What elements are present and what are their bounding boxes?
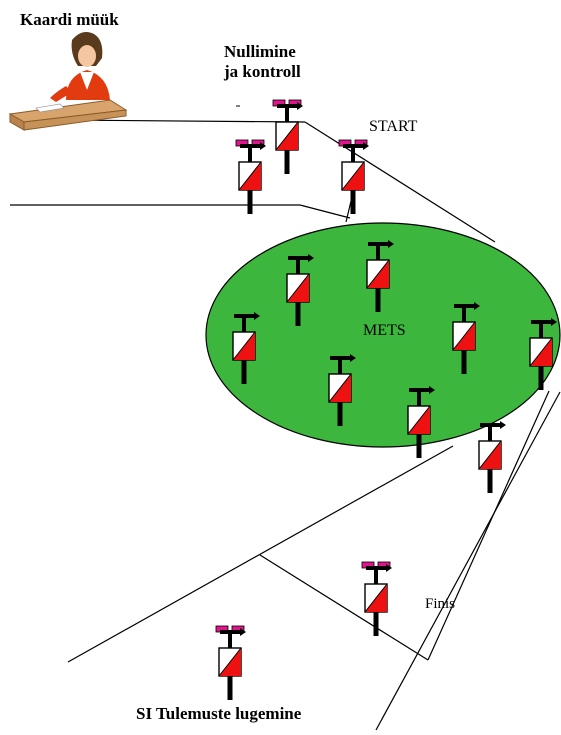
finish-mid-line (427, 390, 550, 661)
control-flag-icon (338, 139, 370, 215)
control-flag-icon (235, 139, 267, 215)
si-reading-label: SI Tulemuste lugemine (136, 704, 302, 723)
control-flag-icon (478, 420, 507, 494)
start-bottom-right-line (299, 204, 351, 219)
si-station-icon (215, 625, 247, 701)
person-at-desk-icon (8, 32, 128, 131)
forest-label: METS (363, 322, 406, 339)
finish-cross-line (259, 554, 429, 661)
map-sales-label: Kaardi müük (20, 10, 119, 29)
finish-left-line (67, 445, 454, 663)
finish-label: Finis (425, 596, 456, 612)
start-label: START (369, 118, 418, 135)
start-top-right-line (304, 121, 496, 243)
start-top-line (59, 119, 306, 123)
zeroing-check-label: Nullimine ja kontroll (224, 42, 301, 81)
course-lines (10, 119, 561, 731)
finish-right-line (375, 391, 561, 731)
zeroing-check-label-line-2: ja kontroll (224, 61, 301, 81)
control-flag-icon (272, 99, 304, 175)
zeroing-check-label-line-1: Nullimine (224, 42, 296, 61)
si-station-icon (361, 561, 393, 637)
